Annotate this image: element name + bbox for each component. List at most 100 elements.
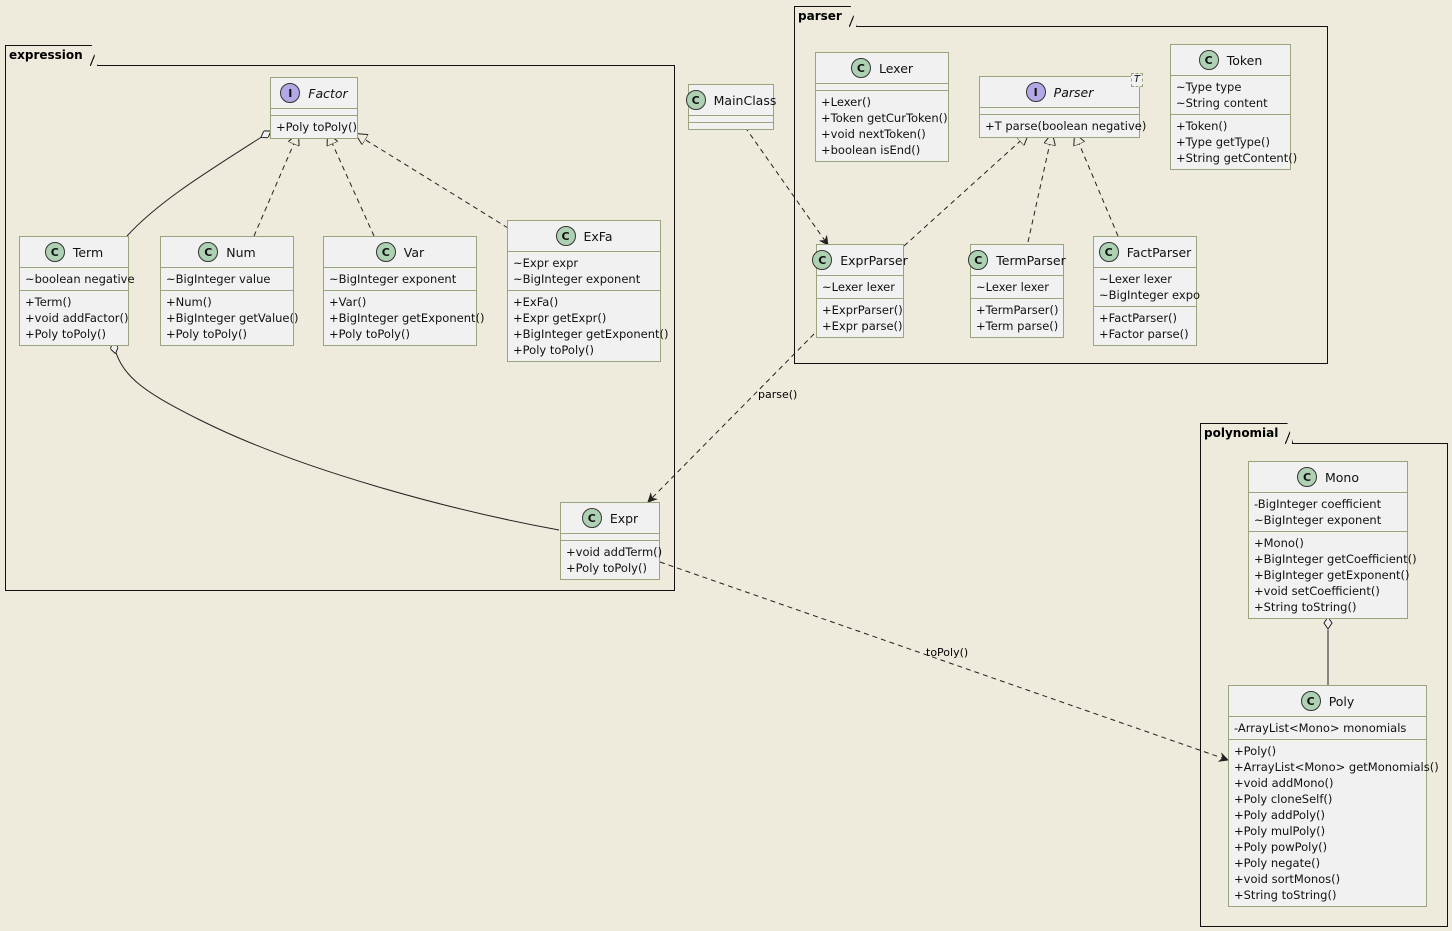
field: ~Type type <box>1176 80 1242 94</box>
class-stereotype-icon: C <box>1098 242 1119 262</box>
method: +Poly mulPoly() <box>1234 824 1326 838</box>
empty-field-section <box>689 115 773 122</box>
method: +BigInteger getExponent() <box>513 327 669 341</box>
method-section: +FactParser() +Factor parse() <box>1094 306 1196 345</box>
class-name: Lexer <box>878 60 914 76</box>
edge-exprparser-expr <box>647 333 815 503</box>
method: +ArrayList<Mono> getMonomials() <box>1234 760 1439 774</box>
field-section: ~Expr expr ~BigInteger exponent <box>508 251 660 290</box>
edge-num-factor <box>253 134 298 237</box>
class-lexer[interactable]: C Lexer +Lexer() +Token getCurToken() +void … <box>815 52 949 162</box>
method: +void sortMonos() <box>1234 872 1341 886</box>
method: +Poly cloneSelf() <box>1234 792 1333 806</box>
method: +void addMono() <box>1234 776 1334 790</box>
method: +Poly toPoly() <box>276 120 357 134</box>
method: +Token getCurToken() <box>821 111 948 125</box>
field-section: ~BigInteger exponent <box>324 267 476 290</box>
field: -BigInteger coefficient <box>1254 497 1382 511</box>
class-factor[interactable]: I Factor +Poly toPoly() <box>270 77 358 139</box>
package-parser-label: parser <box>794 6 857 27</box>
method-section: +Lexer() +Token getCurToken() +void nextTo… <box>816 90 948 161</box>
method: +T parse(boolean negative) <box>985 119 1147 133</box>
edge-label-topoly: toPoly() <box>926 646 969 659</box>
class-name: Mono <box>1324 469 1359 485</box>
edge-exfa-factor <box>356 134 509 229</box>
empty-field-section <box>271 108 357 115</box>
class-stereotype-icon: C <box>375 242 396 262</box>
edge-termparser-parser <box>1027 134 1052 243</box>
mono-poly-diamond <box>1323 616 1333 630</box>
method: +Poly toPoly() <box>513 343 594 357</box>
class-name: Factor <box>308 85 348 101</box>
field: ~Expr expr <box>513 256 579 270</box>
method: +void nextToken() <box>821 127 926 141</box>
method-section: +ExprParser()+Expr parse() <box>817 298 903 337</box>
method: +BigInteger getValue() <box>166 311 299 325</box>
method: +Factor parse() <box>1099 327 1189 341</box>
method-section: +ExFa()+Expr getExpr()+BigInteger getExp… <box>508 290 669 361</box>
method: +BigInteger getExponent() <box>329 311 485 325</box>
interface-stereotype-icon: I <box>280 83 301 103</box>
class-name: ExprParser <box>840 252 908 268</box>
method-section: +void addTerm()+Poly toPoly() <box>561 540 663 579</box>
empty-field-section <box>816 83 948 90</box>
class-name: FactParser <box>1126 244 1192 260</box>
method: +void addFactor() <box>25 311 129 325</box>
class-stereotype-icon: C <box>850 58 871 78</box>
edge-label-parse: parse() <box>758 388 798 401</box>
method: +Num() <box>166 295 212 309</box>
field: ~Lexer lexer <box>822 280 895 294</box>
package-expression-label: expression <box>5 45 98 66</box>
method: +Token() <box>1176 119 1228 133</box>
method: +Lexer() <box>821 95 871 109</box>
method-section: +Var()+BigInteger getExponent()+Poly toP… <box>324 290 485 345</box>
field-section: -BigInteger coefficient~BigInteger expon… <box>1249 492 1407 531</box>
field: ~Lexer lexer <box>976 280 1049 294</box>
empty-field-section <box>561 533 659 540</box>
method: +Poly() <box>1234 744 1277 758</box>
method: +FactParser() <box>1099 311 1178 325</box>
class-name: Token <box>1226 52 1263 68</box>
method: +void setCoefficient() <box>1254 584 1380 598</box>
method-section: +Mono()+BigInteger getCoefficient()+BigI… <box>1249 531 1417 618</box>
field-section: ~Lexer lexer <box>817 275 903 298</box>
method-section: +Poly toPoly() <box>271 115 357 138</box>
field: ~BigInteger exponent <box>513 272 641 286</box>
class-stereotype-icon: C <box>1300 691 1321 711</box>
field: ~BigInteger exponent <box>329 272 457 286</box>
package-expression <box>5 65 675 591</box>
method: +Type getType() <box>1176 135 1270 149</box>
class-stereotype-icon: C <box>968 250 989 270</box>
package-parser <box>794 26 1328 364</box>
method: +String toString() <box>1254 600 1357 614</box>
empty-method-section <box>689 122 773 129</box>
method: +Poly toPoly() <box>166 327 247 341</box>
empty-field-section <box>980 107 1139 114</box>
method: +Poly negate() <box>1234 856 1321 870</box>
class-header: C FactParser <box>1094 237 1196 267</box>
method: +Poly toPoly() <box>25 327 106 341</box>
method: +void addTerm() <box>566 545 663 559</box>
method-section: +Poly() +ArrayList<Mono> getMonomials() +v… <box>1229 739 1439 906</box>
method: +TermParser() <box>976 303 1059 317</box>
